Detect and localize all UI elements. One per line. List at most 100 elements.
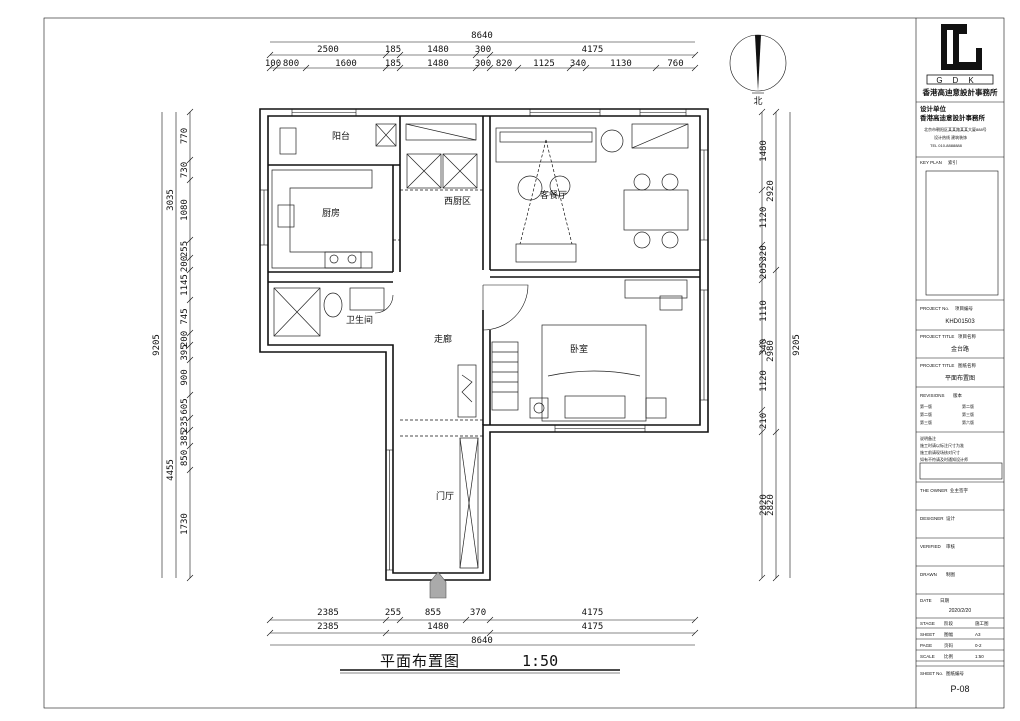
designer-label: DESIGNER <box>920 516 944 521</box>
firm-logo: GDK 香港高迪意設計事務所 <box>922 24 998 97</box>
project-no-cn: 项目编号 <box>955 305 973 312</box>
dim-bottom-row1: 255 <box>385 608 401 618</box>
dim-right-chain: 2820 <box>759 494 769 516</box>
dim-left-chain: 850 <box>180 450 190 466</box>
dim-right-chain: 205 <box>759 263 769 279</box>
dim-left-chain: 1145 <box>180 274 190 296</box>
dim-left-chain: 605 <box>180 398 190 414</box>
dim-top-row1: 2500 <box>317 45 339 55</box>
design-unit-name: 香港高迪意設計事務所 <box>920 113 986 122</box>
drawn-cn: 制图 <box>946 571 955 578</box>
owner-label: THE OWNER <box>920 488 948 493</box>
label-balcony: 阳台 <box>332 130 350 142</box>
dim-top-row2: 100 <box>265 59 281 69</box>
label-corridor: 走廊 <box>434 333 452 345</box>
dim-left-group1: 3035 <box>166 189 176 211</box>
revisions-cn: 版本 <box>953 392 962 399</box>
dim-left-chain: 1730 <box>180 513 190 535</box>
dim-left-chain: 200 <box>180 256 190 272</box>
dim-bottom-row2: 1480 <box>427 622 449 632</box>
revision-row-a: 第一版 <box>920 403 932 409</box>
note-2: 施工时请以标注尺寸为准 <box>920 442 964 448</box>
meta-scale-label: SCALE <box>920 654 935 659</box>
dim-left-group2: 4455 <box>166 459 176 481</box>
project-title: 金台路 <box>951 345 969 353</box>
doors <box>374 189 529 599</box>
revisions-label: REVISIONS <box>920 393 945 398</box>
dim-top-row2: 1600 <box>335 59 357 69</box>
owner-cn: 业主签字 <box>950 487 968 493</box>
dim-top-row2: 185 <box>385 59 401 69</box>
meta-sheet-cn: 图幅 <box>944 631 953 638</box>
design-unit-label: 设计单位 <box>920 104 947 113</box>
drawing-name-label: PROJECT TITLE <box>920 363 954 368</box>
drawing-title-text: 平面布置图 <box>380 652 460 670</box>
dim-right-chain: 210 <box>759 413 769 429</box>
dim-top-row1: 185 <box>385 45 401 55</box>
date-cn: 日期 <box>940 598 949 604</box>
dim-left-chain: 770 <box>180 128 190 144</box>
address-line-1: 北京市朝阳区某某路某某大厦888号 <box>924 126 987 132</box>
label-foyer: 门厅 <box>436 490 454 502</box>
dim-right-group: 2980 <box>766 340 776 362</box>
designer-cn: 设计 <box>946 515 955 522</box>
dim-bottom-row1: 4175 <box>582 608 604 618</box>
drawing-name-cn: 图纸名称 <box>958 362 976 369</box>
date-value: 2020/2/20 <box>949 608 971 614</box>
meta-scale-cn: 比例 <box>944 653 953 660</box>
dim-top-row1: 4175 <box>582 45 604 55</box>
dim-left-chain: 395 <box>180 344 190 360</box>
label-kitchen: 厨房 <box>322 207 340 219</box>
meta-sheet-label: SHEET <box>920 632 935 637</box>
drawing-name: 平面布置图 <box>945 374 975 382</box>
project-title-label: PROJECT TITLE <box>920 334 954 339</box>
project-no: KHD01503 <box>945 319 975 325</box>
dim-right-chain: 1110 <box>759 300 769 322</box>
sheet-no-cn: 图纸编号 <box>946 670 964 677</box>
project-no-label: PROJECT No. <box>920 306 949 311</box>
note-1: 说明备注 <box>920 435 936 441</box>
dim-right-chain: 320 <box>759 245 769 261</box>
sheet-no: P-08 <box>950 684 969 694</box>
firm-name: 香港高迪意設計事務所 <box>922 87 998 97</box>
drawn-label: DRAWN <box>920 572 937 577</box>
dim-bottom-row1: 370 <box>470 608 486 618</box>
revision-row-a: 第二版 <box>920 411 932 417</box>
left-dimensions: 9205 3035 4455 7707301080255200114574520… <box>152 108 194 582</box>
dim-right-chain: 340 <box>759 339 769 355</box>
revision-row-b: 第六版 <box>962 419 974 425</box>
sheet-no-label: SHEET No. <box>920 671 943 676</box>
project-title-cn: 项目名称 <box>958 333 976 340</box>
dim-left-chain: 900 <box>180 369 190 385</box>
dim-bottom-row1: 2385 <box>317 608 339 618</box>
dim-right-chain: 1120 <box>759 207 769 229</box>
dim-right-group: 2920 <box>766 180 776 202</box>
dim-left-chain: 200 <box>180 331 190 347</box>
dim-left-chain: 255 <box>180 241 190 257</box>
dim-top-row2: 300 <box>475 59 491 69</box>
plan-walls <box>259 108 709 581</box>
dim-left-total: 9205 <box>152 334 162 356</box>
address-line-3: TEL 010-8888888 <box>930 143 963 148</box>
dim-bottom-row2: 2385 <box>317 622 339 632</box>
north-label: 北 <box>753 96 762 107</box>
sheet-border <box>43 17 1005 709</box>
note-4: 如有不符请及时通知设计师 <box>920 456 968 462</box>
dim-top-row2: 1480 <box>427 59 449 69</box>
label-bathroom: 卫生间 <box>346 314 373 326</box>
dim-top-row2: 820 <box>496 59 512 69</box>
dim-right-chain: 1480 <box>759 140 769 162</box>
furniture <box>271 123 689 569</box>
label-west-kitchen: 西厨区 <box>444 196 471 207</box>
meta-sheet: A3 <box>975 632 981 637</box>
dim-right-group: 2820 <box>766 494 776 516</box>
meta-scale: 1:50 <box>975 654 984 659</box>
verified-cn: 审核 <box>946 543 955 550</box>
dim-right-total: 9205 <box>792 334 802 356</box>
dim-left-chain: 730 <box>180 162 190 178</box>
key-plan-label: KEY PLAN <box>920 160 942 165</box>
